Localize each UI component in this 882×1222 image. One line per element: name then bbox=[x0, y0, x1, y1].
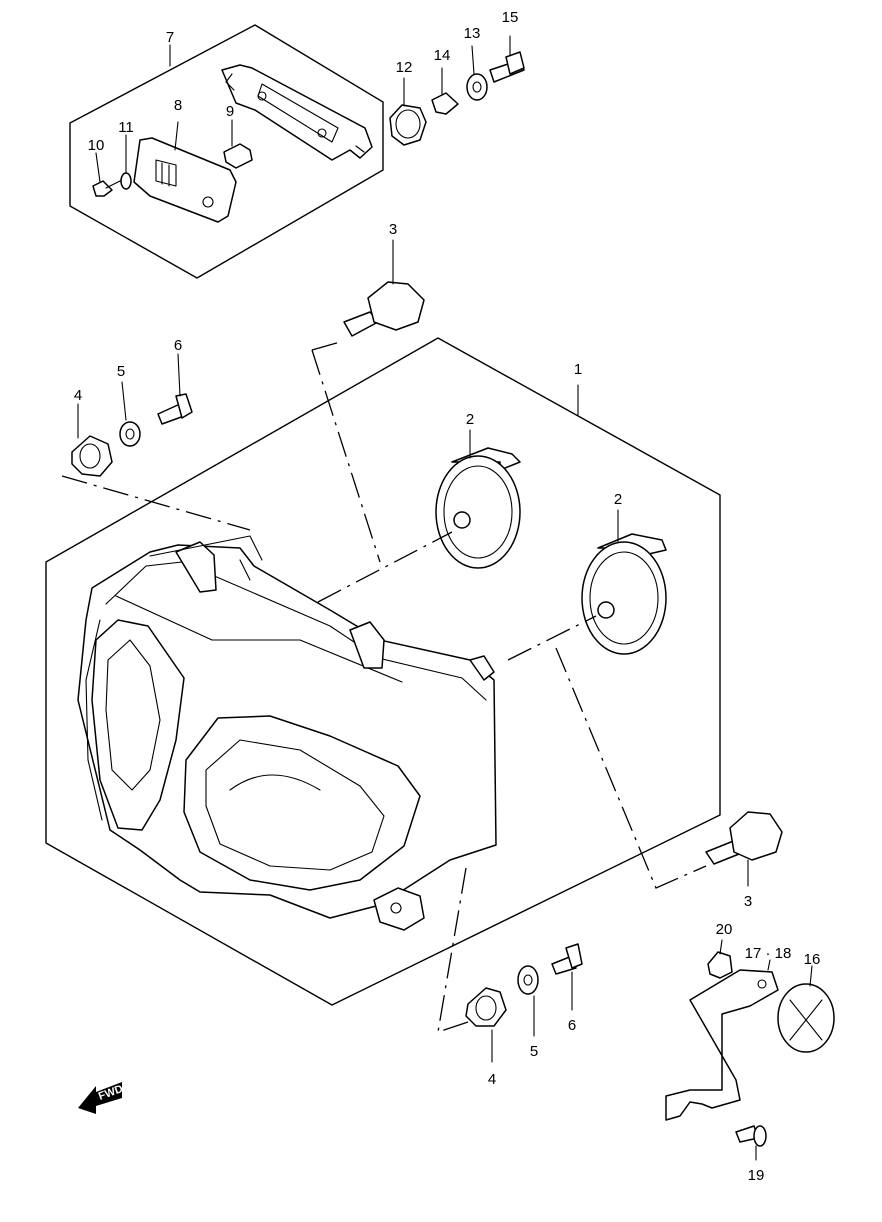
cap-16 bbox=[777, 965, 835, 1053]
grommet-4-upper bbox=[71, 403, 113, 477]
assembly-center-lines bbox=[61, 341, 761, 1139]
collar-14 bbox=[431, 67, 459, 115]
callout-6-upper: 6 bbox=[174, 337, 182, 354]
bolt-6-lower bbox=[551, 943, 583, 1011]
callout-17-18: 17 · 18 bbox=[745, 945, 792, 962]
callout-6-lower: 6 bbox=[568, 1017, 576, 1034]
position-lamp-bulb bbox=[223, 119, 253, 169]
bulb-socket-2-lower bbox=[581, 509, 667, 655]
washer-13 bbox=[466, 45, 488, 101]
callout-20: 20 bbox=[716, 921, 733, 938]
callout-8: 8 bbox=[174, 97, 182, 114]
callout-13: 13 bbox=[464, 25, 481, 42]
lamp-housing-bracket bbox=[221, 64, 373, 161]
callout-5-upper: 5 bbox=[117, 363, 125, 380]
headlamp-assembly-outline bbox=[45, 337, 721, 1006]
washer-11 bbox=[120, 134, 132, 190]
callout-4-lower: 4 bbox=[488, 1071, 496, 1088]
callout-19: 19 bbox=[748, 1167, 765, 1184]
washer-5-lower bbox=[517, 965, 539, 1037]
callout-3-lower: 3 bbox=[744, 893, 752, 910]
callout-4-upper: 4 bbox=[74, 387, 82, 404]
screw-10 bbox=[92, 152, 123, 197]
bolt-15 bbox=[489, 35, 525, 83]
bulb-socket-2-upper bbox=[435, 429, 521, 569]
callout-5-lower: 5 bbox=[530, 1043, 538, 1060]
headlight-bulb-3-upper bbox=[343, 239, 425, 337]
callout-14: 14 bbox=[434, 47, 451, 64]
grommet-12 bbox=[389, 77, 427, 146]
nut-20 bbox=[707, 939, 733, 979]
bolt-6-upper bbox=[157, 353, 193, 425]
callout-12: 12 bbox=[396, 59, 413, 76]
position-lamp-group-outline bbox=[69, 24, 384, 279]
callout-2-upper: 2 bbox=[466, 411, 474, 428]
forward-arrow-icon: FWD bbox=[78, 1082, 125, 1114]
callout-1: 1 bbox=[574, 361, 582, 378]
headlamp-stay-bracket-17-18 bbox=[665, 959, 779, 1121]
callout-10: 10 bbox=[88, 137, 105, 154]
callout-2-lower: 2 bbox=[614, 491, 622, 508]
callout-15: 15 bbox=[502, 9, 519, 26]
callout-11: 11 bbox=[118, 119, 134, 136]
callout-9: 9 bbox=[226, 103, 234, 120]
callout-labels: 1 2 2 3 3 4 4 5 5 6 6 7 8 9 10 11 12 13 … bbox=[74, 9, 821, 1184]
callout-3-upper: 3 bbox=[389, 221, 397, 238]
headlight-bulb-3-lower bbox=[705, 811, 783, 887]
grommet-4-lower bbox=[465, 987, 507, 1063]
washer-5-upper bbox=[119, 381, 141, 447]
screw-19 bbox=[735, 1125, 767, 1161]
headlamp-housing bbox=[77, 535, 497, 931]
lens-position-lamp bbox=[133, 121, 237, 223]
callout-7: 7 bbox=[166, 29, 174, 46]
callout-16: 16 bbox=[804, 951, 821, 968]
